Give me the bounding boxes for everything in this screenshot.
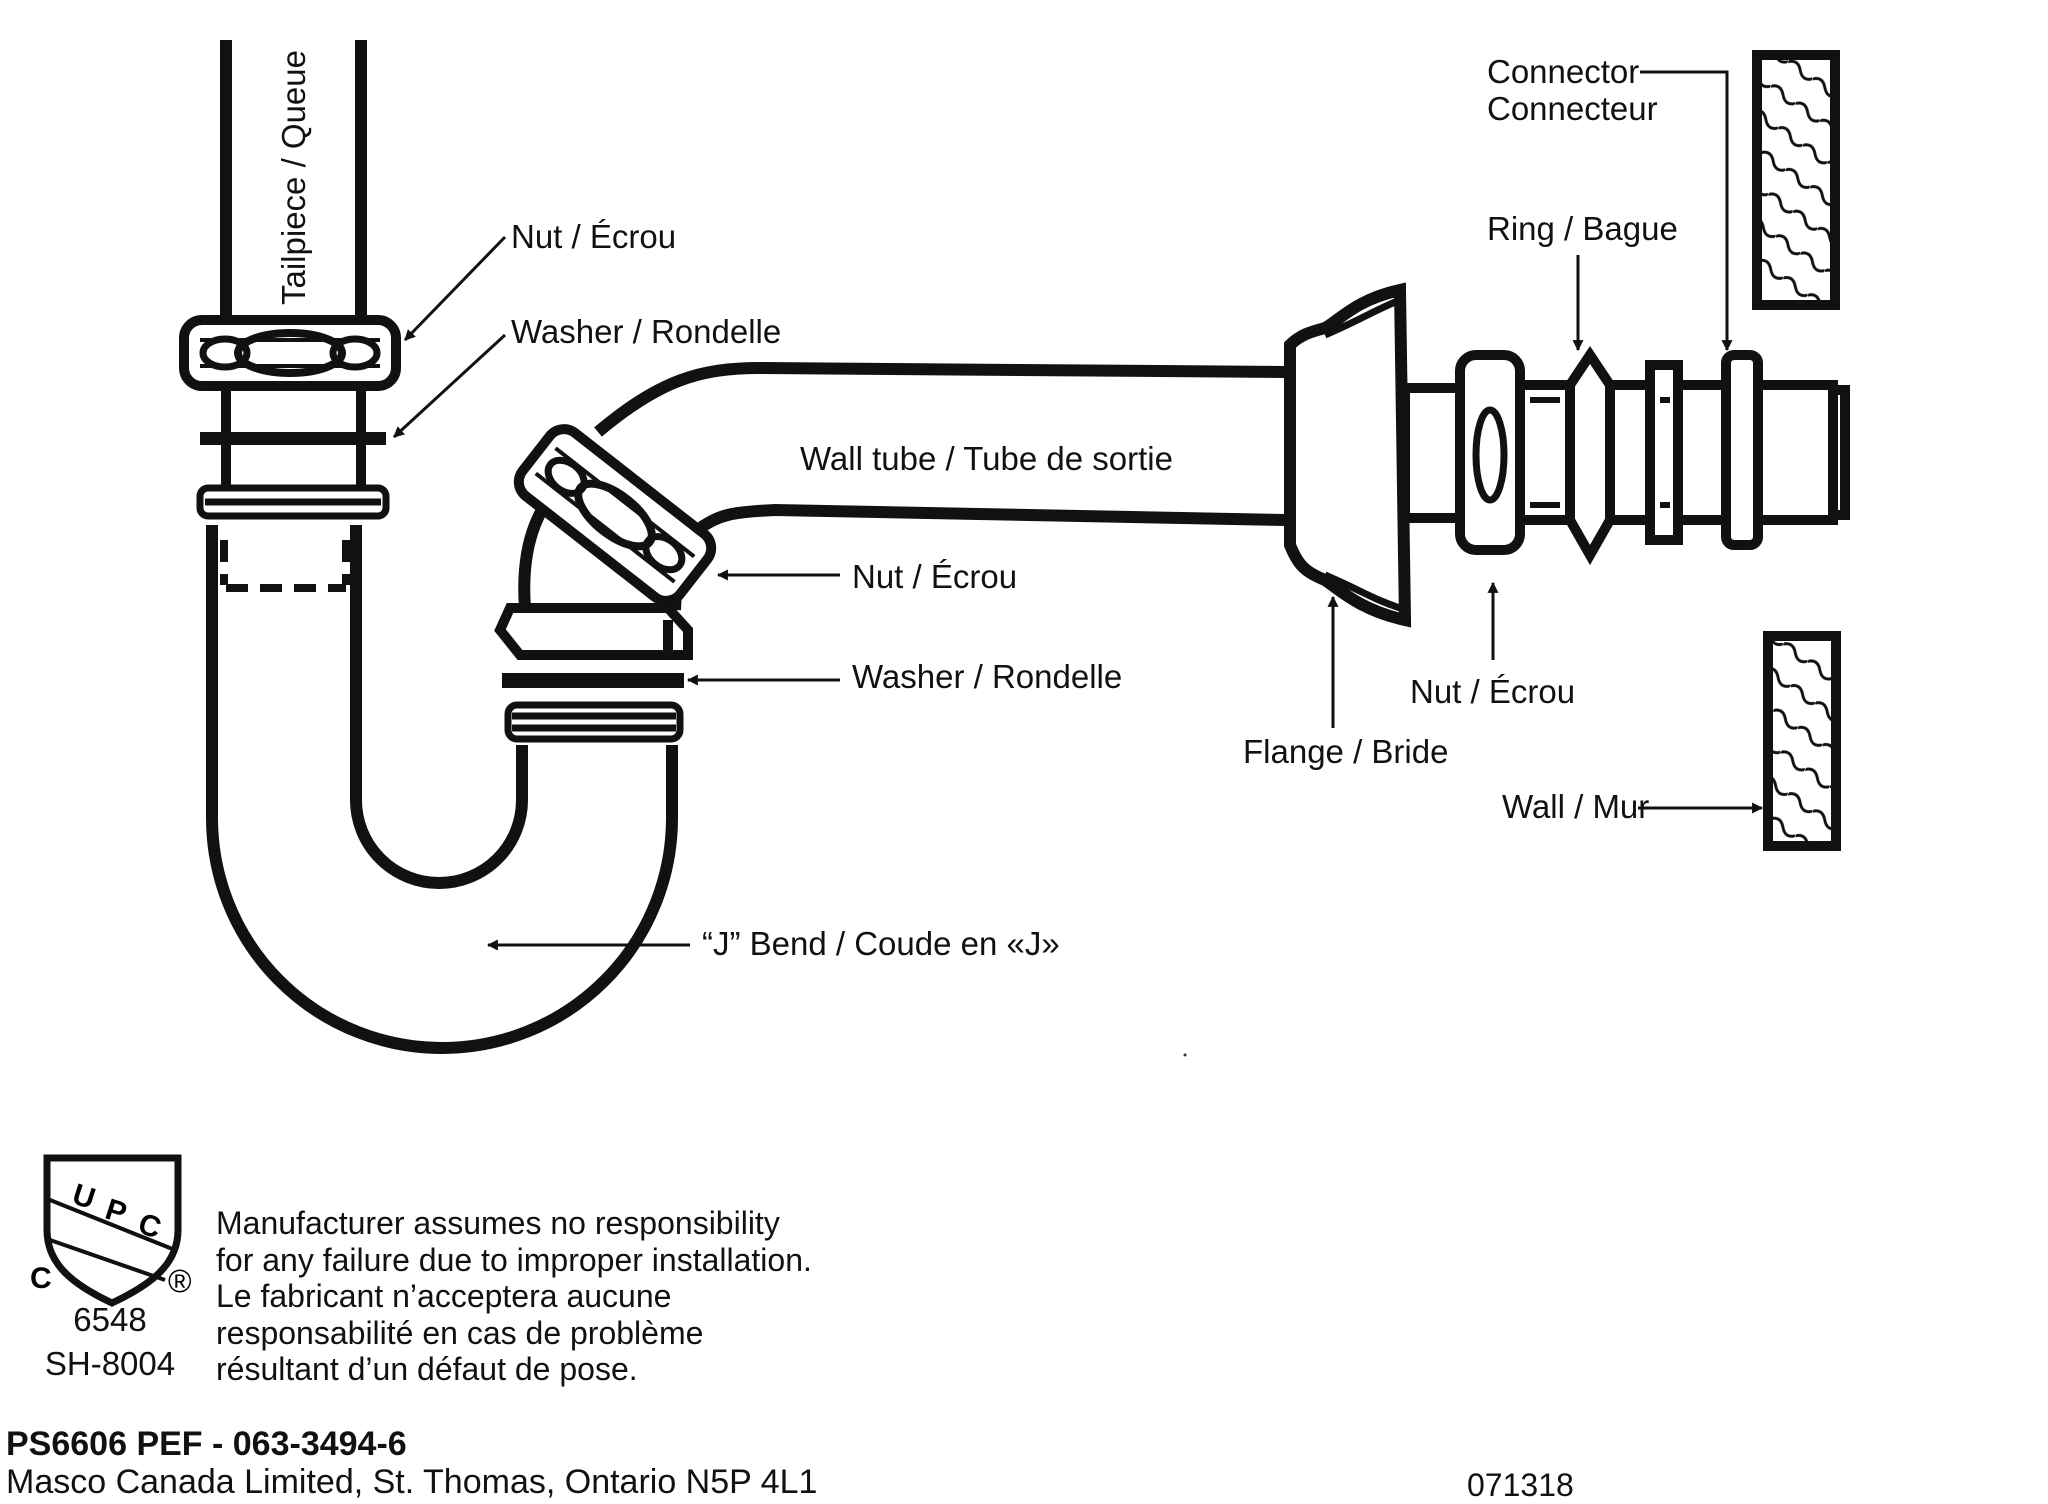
logo-c-mark: C <box>30 1262 52 1295</box>
nut-mid-label: Nut / Écrou <box>852 558 1017 595</box>
manufacturer-address: Masco Canada Limited, St. Thomas, Ontari… <box>6 1463 818 1501</box>
wall-tube-label: Wall tube / Tube de sortie <box>800 440 1173 477</box>
nut-right-label: Nut / Écrou <box>1410 673 1575 710</box>
disclaimer-line: résultant d’un défaut de pose. <box>216 1351 638 1387</box>
cupc-logo: U P C C ® <box>30 1154 192 1307</box>
flange <box>1284 282 1412 628</box>
wall-lower <box>1763 631 1841 851</box>
disclaimer-line: Le fabricant n’acceptera aucune <box>216 1278 672 1314</box>
product-code: PS6606 PEF - 063-3494-6 <box>6 1425 407 1463</box>
ring-label: Ring / Bague <box>1487 210 1678 247</box>
wall-fittings <box>1400 345 1850 566</box>
connector-label-en: Connector <box>1487 53 1639 90</box>
connector-label-fr: Connecteur <box>1487 90 1658 127</box>
j-bend-threads <box>504 701 684 743</box>
j-bend-dashes <box>220 540 350 592</box>
certification-model: SH-8004 <box>44 1345 176 1382</box>
wall-label: Wall / Mur <box>1502 788 1649 825</box>
washer-top-label: Washer / Rondelle <box>511 313 781 350</box>
elbow-nut <box>513 424 717 606</box>
wall-upper <box>1752 50 1840 310</box>
certification-number: 6548 <box>73 1301 147 1338</box>
stray-dot <box>1183 1053 1187 1057</box>
date-code: 071318 <box>1467 1467 1574 1503</box>
logo-registered-mark: ® <box>168 1263 192 1299</box>
certification-block: 6548 SH-8004 <box>40 1298 180 1386</box>
top-threads <box>196 484 390 520</box>
fitting-details <box>1530 397 1670 508</box>
disclaimer-line: responsabilité en cas de problème <box>216 1314 704 1351</box>
flange-label: Flange / Bride <box>1243 733 1448 770</box>
j-bend-label: “J” Bend / Coude en «J» <box>702 925 1060 962</box>
disclaimer-line: for any failure due to improper installa… <box>216 1241 812 1278</box>
elbow-coupling <box>494 603 693 660</box>
middle-washer <box>502 673 684 688</box>
top-nut <box>179 315 401 391</box>
callouts <box>392 70 1764 951</box>
j-bend <box>206 525 678 1054</box>
washer-mid-label: Washer / Rondelle <box>852 658 1122 695</box>
tailpiece <box>220 40 367 318</box>
disclaimer-line: Manufacturer assumes no responsibility <box>216 1205 780 1241</box>
disclaimer: Manufacturer assumes no responsibility f… <box>216 1205 812 1388</box>
top-washer <box>200 432 386 445</box>
nut-top-label: Nut / Écrou <box>511 218 676 255</box>
tailpiece-label: Tailpiece / Queue <box>275 50 312 305</box>
